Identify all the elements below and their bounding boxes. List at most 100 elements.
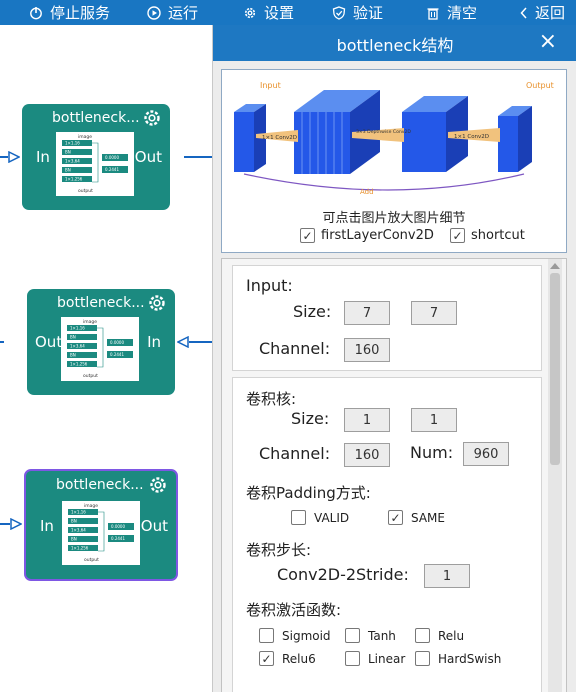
settings-label: 设置 (264, 4, 295, 22)
diagram-input-label: Input (260, 81, 281, 90)
thumb-layer-label: 1×3,64 (71, 528, 86, 533)
padding-same-option[interactable]: ✓ SAME (388, 510, 445, 525)
first-layer-conv2d-checkbox[interactable]: ✓ firstLayerConv2D (300, 228, 434, 243)
thumb-layer-label: BN (70, 353, 76, 358)
checkbox-box[interactable]: ✓ (300, 228, 315, 243)
bottleneck-diagram-image[interactable]: Input Output (232, 76, 558, 200)
activation-relu-label: Relu (438, 628, 465, 643)
thumb-layer-block (62, 149, 92, 155)
thumb-layer-label: 1×1,256 (71, 546, 89, 551)
activation-tanh-label: Tanh (368, 628, 396, 643)
thumb-layer-block (62, 158, 92, 164)
input-size-height-field[interactable]: 7 (411, 301, 457, 325)
thumb-value-block (108, 523, 134, 530)
activation-hardswish-label: HardSwish (438, 651, 502, 666)
thumb-layer-block (68, 536, 98, 542)
checkbox-box[interactable] (259, 628, 274, 643)
thumb-layer-label: 1×1,256 (65, 177, 83, 182)
node-title: bottleneck... (57, 295, 145, 311)
activation-relu-option[interactable]: Relu (415, 628, 464, 643)
input-channel-field[interactable]: 160 (344, 338, 390, 362)
back-button[interactable]: 返回 (519, 0, 565, 25)
run-label: 运行 (168, 4, 199, 22)
validate-button[interactable]: 验证 (331, 0, 383, 25)
shield-check-icon (331, 5, 347, 21)
input-size-width-field[interactable]: 7 (344, 301, 390, 325)
activation-linear-option[interactable]: Linear (345, 651, 405, 666)
kernel-size-width-field[interactable]: 1 (344, 408, 390, 432)
checkbox-box[interactable]: ✓ (450, 228, 465, 243)
checkbox-box[interactable] (345, 628, 360, 643)
clear-label: 清空 (447, 4, 478, 22)
parameters-scroll-area[interactable]: Input: Size: 7 7 Channel: 160 卷积核: Size:… (221, 258, 567, 692)
input-size-label: Size: (293, 302, 332, 321)
activation-linear-label: Linear (368, 651, 406, 666)
thumb-value-label: 0.0000 (111, 524, 125, 529)
thumbnail-schematic: image1×1,16BN1×3,64BN1×1,2560.00000.2441… (62, 134, 128, 194)
padding-valid-option[interactable]: VALID (291, 510, 349, 525)
input-port-icon[interactable] (10, 518, 22, 530)
node-settings-gear-icon[interactable] (147, 293, 167, 313)
clear-button[interactable]: 清空 (425, 0, 477, 25)
close-icon[interactable]: × (538, 29, 557, 54)
kernel-num-field[interactable]: 960 (463, 442, 509, 466)
scroll-thumb[interactable] (550, 273, 560, 465)
output-port-icon[interactable] (15, 336, 27, 348)
checkbox-box[interactable] (415, 651, 430, 666)
scroll-up-arrow-icon[interactable] (550, 263, 560, 269)
output-port-icon[interactable] (178, 518, 190, 530)
output-port-icon[interactable] (172, 151, 184, 163)
node-settings-gear-icon[interactable] (142, 108, 162, 128)
stride-field[interactable]: 1 (424, 564, 470, 588)
node-title: bottleneck... (52, 110, 140, 126)
diagram-output-label: Output (526, 81, 554, 90)
activation-sigmoid-option[interactable]: Sigmoid (259, 628, 331, 643)
vertical-scrollbar[interactable] (548, 259, 562, 692)
connection-line (0, 523, 10, 525)
power-icon (28, 5, 44, 21)
thumb-value-label: 0.0000 (110, 340, 124, 345)
thumb-connector (98, 511, 105, 552)
input-port-icon[interactable] (177, 336, 189, 348)
run-button[interactable]: 运行 (146, 0, 198, 25)
thumb-layer-block (62, 140, 92, 146)
kernel-channel-field[interactable]: 160 (344, 443, 390, 467)
input-channel-label: Channel: (259, 339, 331, 358)
activation-tanh-option[interactable]: Tanh (345, 628, 396, 643)
activation-relu6-option[interactable]: ✓ Relu6 (259, 651, 316, 666)
stride-title: 卷积步长: (246, 541, 312, 559)
shortcut-checkbox[interactable]: ✓ shortcut (450, 228, 525, 243)
settings-button[interactable]: 设置 (242, 0, 294, 25)
checkbox-box[interactable] (415, 628, 430, 643)
thumb-layer-block (68, 527, 98, 533)
connection-line (189, 341, 212, 343)
first-layer-conv2d-label: firstLayerConv2D (321, 228, 434, 243)
node-settings-gear-icon[interactable] (148, 475, 168, 495)
kernel-size-height-field[interactable]: 1 (411, 408, 457, 432)
thumb-image-label: image (83, 319, 97, 325)
node-title: bottleneck... (56, 477, 144, 493)
stop-service-button[interactable]: 停止服务 (28, 0, 110, 25)
node-right-port-label: Out (140, 517, 168, 535)
shortcut-label: shortcut (471, 228, 525, 243)
checkbox-box[interactable] (291, 510, 306, 525)
checkbox-box[interactable]: ✓ (388, 510, 403, 525)
thumb-layer-label: BN (71, 537, 77, 542)
thumb-layer-block (62, 176, 92, 182)
thumb-layer-label: 1×1,16 (71, 510, 86, 515)
activation-hardswish-option[interactable]: HardSwish (415, 651, 501, 666)
thumb-image-label: image (78, 134, 92, 140)
input-port-icon[interactable] (8, 151, 20, 163)
connection-line (0, 156, 8, 158)
thumb-layer-block (68, 545, 98, 551)
input-section: Input: Size: 7 7 Channel: 160 (232, 265, 542, 371)
checkbox-box[interactable]: ✓ (259, 651, 274, 666)
thumbnail-schematic: image1×1,16BN1×3,64BN1×1,2560.00000.2441… (67, 319, 133, 379)
checkbox-box[interactable] (345, 651, 360, 666)
